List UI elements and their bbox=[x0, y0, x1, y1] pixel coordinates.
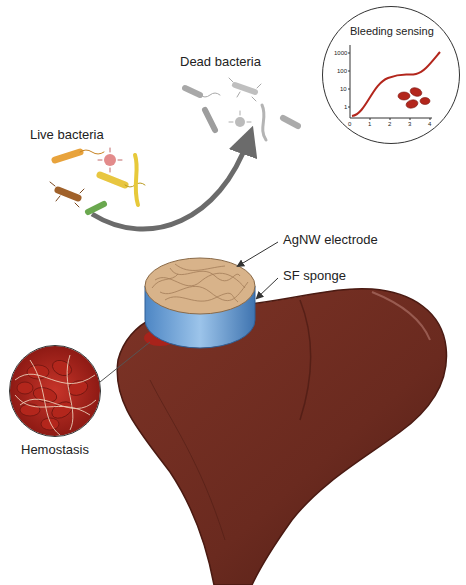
node-title: Bleeding sensing bbox=[350, 25, 434, 38]
axis-tick: 1 bbox=[368, 121, 371, 128]
axis-tick: 1000 bbox=[334, 50, 347, 57]
part-label: AgNW electrode bbox=[283, 233, 378, 248]
axis-tick: 4 bbox=[428, 121, 431, 128]
hemostasis-inset: Hemostasis bbox=[5, 345, 105, 470]
part-label: SF sponge bbox=[283, 269, 346, 284]
group-label: Dead bacteria bbox=[180, 55, 261, 70]
axis-tick: 1 bbox=[344, 104, 347, 111]
axis-tick: 3 bbox=[408, 121, 411, 128]
inset-ring bbox=[9, 345, 101, 437]
axis-tick: 100 bbox=[337, 68, 347, 75]
group-label: Live bacteria bbox=[30, 128, 104, 143]
axis-tick: 0 bbox=[348, 121, 351, 128]
node-title: Hemostasis bbox=[21, 443, 89, 458]
axis-tick: 10 bbox=[340, 86, 347, 93]
axis-tick: 2 bbox=[388, 121, 391, 128]
